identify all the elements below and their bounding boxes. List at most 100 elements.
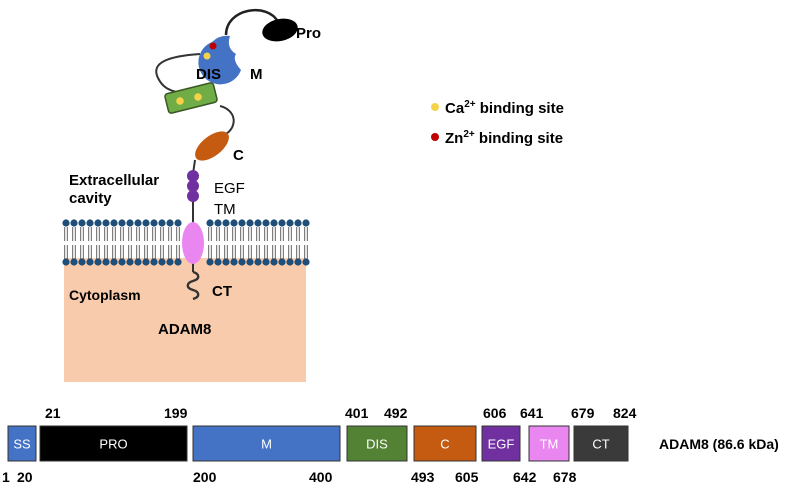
residue-number: 493 (411, 469, 435, 484)
egf-bead-2 (187, 180, 199, 192)
domain-box-m (192, 425, 341, 462)
lipid-head (110, 258, 118, 266)
egf-label: EGF (214, 180, 245, 197)
lipid-head (214, 219, 222, 227)
lipid-head (254, 219, 262, 227)
ca-binding-site-dis-1 (176, 97, 184, 105)
lipid-head (134, 219, 142, 227)
ct-tail (186, 270, 200, 301)
ca-binding-site-m (203, 52, 211, 60)
lipid-head (286, 219, 294, 227)
dis-c-linker (219, 105, 235, 135)
lipid-tail (264, 227, 268, 259)
ct-label: CT (212, 283, 232, 300)
lipid-head (222, 258, 230, 266)
lipid-tail (88, 227, 92, 259)
lipid-head (262, 219, 270, 227)
c-label: C (233, 147, 244, 164)
residue-number: 492 (384, 405, 408, 421)
lipid-head (278, 219, 286, 227)
lipid-head (150, 258, 158, 266)
residue-number: 678 (553, 469, 577, 484)
lipid-head (302, 219, 310, 227)
lipid-head (238, 258, 246, 266)
domain-box-dis (346, 425, 408, 462)
residue-number: 642 (513, 469, 537, 484)
lipid-head (94, 258, 102, 266)
residue-number: 200 (193, 469, 217, 484)
lipid-head (278, 258, 286, 266)
lipid-head (158, 258, 166, 266)
domain-label-tm: TM (540, 437, 559, 452)
lipid-head (78, 219, 86, 227)
lipid-head (102, 219, 110, 227)
metalloprotease-domain (198, 35, 241, 85)
domain-box-ct (573, 425, 629, 462)
lipid-head (206, 258, 214, 266)
lipid-head (142, 258, 150, 266)
lipid-head (294, 258, 302, 266)
lipid-tail (160, 227, 164, 259)
lipid-head (110, 219, 118, 227)
extracellular-label-line2: cavity (69, 190, 112, 207)
lipid-head (126, 219, 134, 227)
lipid-tail (240, 227, 244, 259)
lipid-head (302, 258, 310, 266)
lipid-head (62, 258, 70, 266)
lipid-tail (208, 227, 212, 259)
residue-number: 401 (345, 405, 369, 421)
domain-label-ss: SS (13, 437, 31, 452)
lipid-head (102, 258, 110, 266)
lipid-tail (296, 227, 300, 259)
lipid-tail (136, 227, 140, 259)
extracellular-label-line1: Extracellular (69, 172, 159, 189)
lipid-tail (168, 227, 172, 259)
lipid-tail (216, 227, 220, 259)
lipid-head (94, 219, 102, 227)
lipid-head (294, 219, 302, 227)
lipid-head (206, 219, 214, 227)
lipid-head (126, 258, 134, 266)
residue-number: 20 (17, 469, 33, 484)
lipid-tail (152, 227, 156, 259)
tm-label: TM (214, 201, 236, 218)
lipid-head (246, 258, 254, 266)
lipid-head (286, 258, 294, 266)
lipid-head (134, 258, 142, 266)
zn-legend-label: Zn2+ binding site (445, 129, 563, 147)
protein-name-label: ADAM8 (158, 321, 211, 338)
zn-legend-marker (431, 133, 439, 141)
lipid-head (86, 258, 94, 266)
pro-tether (224, 8, 280, 36)
lipid-head (62, 219, 70, 227)
domain-label-dis: DIS (366, 437, 388, 452)
lipid-head (166, 219, 174, 227)
lipid-head (270, 258, 278, 266)
zn-binding-site-m (209, 42, 217, 50)
lipid-tail (64, 227, 68, 259)
lipid-tail (144, 227, 148, 259)
egf-bead-3 (187, 190, 199, 202)
lipid-head (230, 258, 238, 266)
domain-label-m: M (261, 437, 272, 452)
egf-bead-1 (187, 170, 199, 182)
transmembrane-domain (182, 222, 204, 264)
lipid-tail (128, 227, 132, 259)
lipid-bilayer (62, 219, 310, 266)
lipid-head (230, 219, 238, 227)
cytoplasm-label: Cytoplasm (69, 287, 141, 303)
cytoplasm-region (64, 258, 306, 382)
lipid-head (222, 219, 230, 227)
residue-number: 679 (571, 405, 595, 421)
lipid-head (254, 258, 262, 266)
lipid-tail (104, 227, 108, 259)
lipid-head (262, 258, 270, 266)
lipid-tail (72, 227, 76, 259)
lipid-head (246, 219, 254, 227)
lipid-tail (248, 227, 252, 259)
lipid-head (118, 219, 126, 227)
residue-number: 400 (309, 469, 333, 484)
lipid-head (270, 219, 278, 227)
